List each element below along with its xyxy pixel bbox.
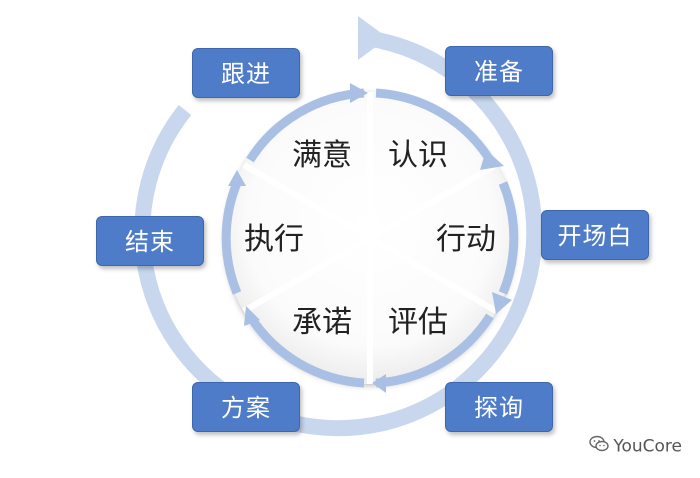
watermark: YouCore [589,435,682,458]
inner-cycle-arrowheads [228,83,512,393]
sector-label-commit: 承诺 [292,305,352,340]
sector-dividers [242,92,498,384]
stage-box-prepare[interactable]: 准备 [445,46,553,96]
stage-box-close[interactable]: 结束 [96,216,204,266]
sector-label-execute: 执行 [244,222,304,257]
stage-box-explore[interactable]: 探询 [445,382,553,432]
sector-label-evaluate: 评估 [388,305,448,340]
outer-cycle-arrowhead [358,16,388,60]
sector-label-satisfy: 满意 [292,138,352,173]
watermark-text: YouCore [613,436,682,457]
stage-box-opening[interactable]: 开场白 [541,210,649,260]
sector-label-act: 行动 [436,222,496,257]
inner-cycle-arrows [221,88,519,388]
wechat-icon [589,435,610,458]
stage-box-followup[interactable]: 跟进 [192,48,300,98]
sector-label-recognize: 认识 [388,138,448,173]
stage-box-proposal[interactable]: 方案 [192,382,300,432]
